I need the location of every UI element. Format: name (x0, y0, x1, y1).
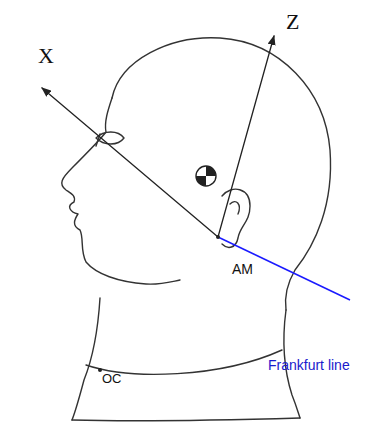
oc-dot (98, 368, 102, 372)
head-outline (112, 38, 331, 310)
x-axis (42, 88, 218, 237)
face-outline (62, 98, 180, 284)
collar-line (86, 350, 282, 374)
axis-label: X (38, 44, 54, 68)
neck-base (72, 418, 300, 421)
origin-dot (216, 235, 220, 239)
frankfurt-line (218, 237, 350, 300)
point-label: AM (232, 262, 253, 277)
z-axis (218, 36, 274, 237)
ear (222, 189, 250, 247)
axis-label: Z (286, 10, 299, 34)
center-of-mass (196, 166, 216, 186)
point-label: OC (102, 372, 122, 386)
neck-front (72, 298, 100, 420)
line-label: Frankfurt line (268, 358, 350, 373)
ear-inner (230, 202, 239, 214)
